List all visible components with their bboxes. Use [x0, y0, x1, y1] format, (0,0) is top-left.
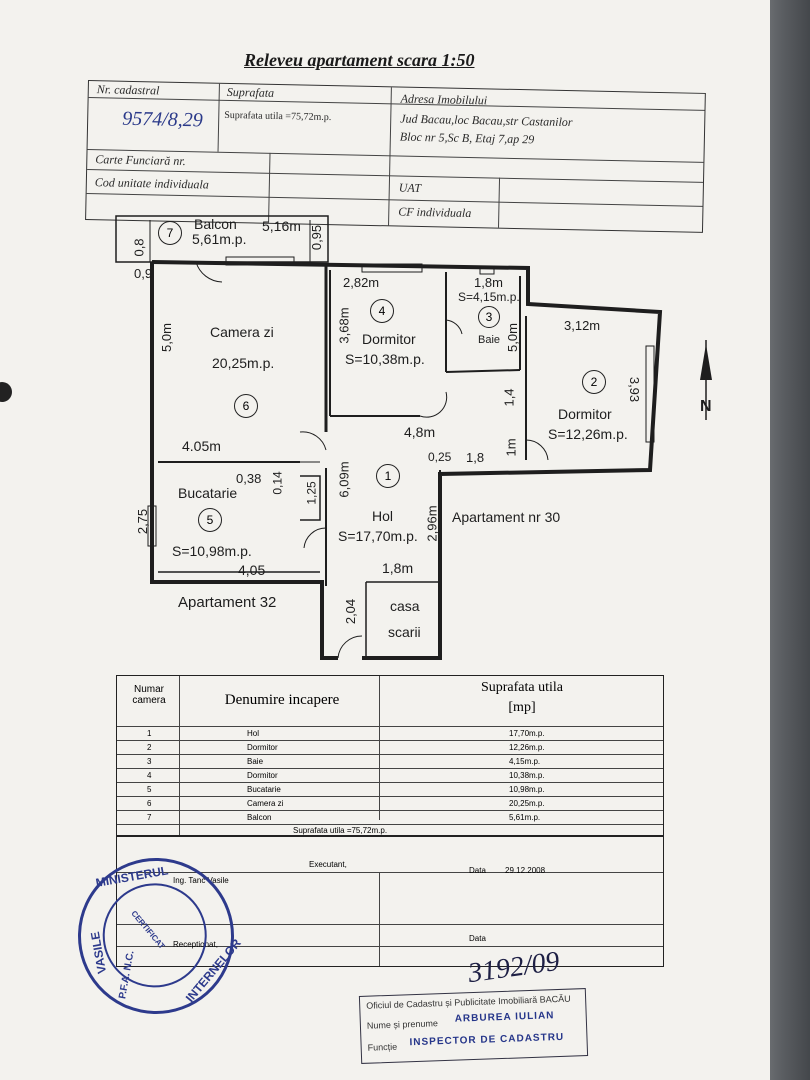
- dormitor4-width: 2,82m: [343, 275, 380, 290]
- camera-zi-area: 20,25m.p.: [212, 355, 275, 371]
- stamp-name-value: ARBUREA IULIAN: [454, 1010, 555, 1025]
- dormitor2-label: Dormitor: [558, 406, 612, 422]
- stamp-name-label: Nume și prenume: [366, 1018, 439, 1031]
- room-number-2: 2: [582, 370, 606, 394]
- document-page: Releveu apartament scara 1:50 Nr. cadast…: [0, 0, 770, 1080]
- room-number-6: 6: [234, 394, 258, 418]
- room-number-5: 5: [198, 508, 222, 532]
- hol-dim-4-8: 4,8m: [404, 424, 436, 440]
- table-row: 3 Baie 4,15m.p.: [117, 754, 663, 769]
- hol-dim-025: 0,25: [428, 450, 452, 464]
- table-total-row: Suprafata utila =75,72m.p.: [117, 824, 663, 836]
- col-header-num: Numar camera: [132, 684, 166, 706]
- stamp-line1: Oficiul de Cadastru și Publicitate Imobi…: [366, 993, 571, 1011]
- room-number-3: 3: [478, 306, 500, 328]
- stamp-function-label: Funcție: [367, 1041, 398, 1053]
- hol-bottom-dim: 1,8m: [382, 560, 414, 576]
- executant-name: Ing. Tanc Vasile: [173, 876, 229, 885]
- hol-dim-1-8: 1,8: [466, 450, 485, 465]
- stamp-function-value: INSPECTOR DE CADASTRU: [409, 1031, 565, 1049]
- punch-hole: [0, 382, 12, 402]
- hol-dim-2-96: 2,96m: [424, 505, 440, 542]
- cadastre-stamp: Oficiul de Cadastru și Publicitate Imobi…: [358, 988, 589, 1064]
- bucatarie-dim-038: 0,38: [236, 471, 262, 486]
- col-header-area: Suprafata utila: [480, 680, 564, 695]
- table-row: 4 Dormitor 10,38m.p.: [117, 768, 663, 783]
- table-row: 1 Hol 17,70m.p.: [117, 726, 663, 741]
- dormitor4-height: 3,68m: [336, 307, 352, 344]
- signature-table: Executant, Ing. Tanc Vasile Data 29.12.2…: [116, 835, 664, 967]
- table-row: 6 Camera zi 20,25m.p.: [117, 796, 663, 811]
- baie-area: S=4,15m.p.: [458, 290, 520, 304]
- hol-dim-1-25: 1,25: [304, 481, 319, 505]
- casa-scarii-line1: casa: [390, 598, 420, 614]
- room-number-4: 4: [370, 299, 394, 323]
- hol-label: Hol: [372, 508, 394, 524]
- col-header-unit: [mp]: [508, 700, 536, 715]
- dormitor2-width: 3,12m: [564, 318, 601, 333]
- col-header-name: Denumire incapere: [224, 692, 340, 708]
- bucatarie-area: S=10,98m.p.: [172, 543, 252, 559]
- table-row: 7 Balcon 5,61m.p.: [117, 810, 663, 825]
- baie-label: Baie: [478, 334, 501, 346]
- hol-area: S=17,70m.p.: [338, 528, 418, 544]
- hol-dim-6-09: 6,09m: [336, 461, 352, 498]
- entrance-dim: 2,04: [343, 598, 359, 625]
- hol-dim-1m: 1m: [503, 438, 519, 457]
- dormitor2-height: 3,93: [627, 376, 643, 403]
- executant-label: Executant,: [309, 860, 347, 869]
- apartament-32-label: Apartament 32: [178, 594, 277, 611]
- bucatarie-height: 2,75: [135, 508, 151, 535]
- bucatarie-dim-014: 0,14: [270, 471, 285, 495]
- balcon-label: Balcon: [194, 216, 237, 232]
- camera-zi-height: 5,0m: [158, 323, 174, 352]
- baie-width: 1,8m: [474, 275, 503, 290]
- table-row: 5 Bucatarie 10,98m.p.: [117, 782, 663, 797]
- camera-zi-label: Camera zi: [210, 324, 274, 340]
- hol-dim-1-4: 1,4: [501, 388, 517, 407]
- bucatarie-width: 4,05: [238, 562, 266, 578]
- balcon-width: 5,16m: [262, 218, 301, 234]
- receptionat-label: Receptionat,: [173, 940, 218, 949]
- bucatarie-label: Bucatarie: [178, 485, 238, 501]
- balcon-dim-right: 0,95: [309, 224, 325, 251]
- dormitor4-area: S=10,38m.p.: [345, 351, 425, 367]
- balcon-dim-left: 0,8: [131, 238, 147, 257]
- dormitor4-label: Dormitor: [362, 331, 416, 347]
- table-row: 2 Dormitor 12,26m.p.: [117, 740, 663, 755]
- data2-label: Data: [469, 934, 486, 943]
- balcon-dim-bottom: 0,9: [134, 266, 153, 281]
- dormitor2-area: S=12,26m.p.: [548, 426, 628, 442]
- baie-height: 5,0m: [504, 323, 520, 352]
- data-label: Data: [469, 866, 486, 875]
- apartament-30-label: Apartament nr 30: [452, 509, 561, 525]
- casa-scarii-line2: scarii: [388, 624, 421, 640]
- document-title: Releveu apartament scara 1:50: [244, 50, 475, 70]
- data-value: 29.12.2008: [505, 866, 546, 875]
- north-label: N: [700, 398, 712, 415]
- room-number-7: 7: [158, 221, 182, 245]
- room-number-1: 1: [376, 464, 400, 488]
- floor-plan: [115, 215, 712, 660]
- camera-zi-width: 4.05m: [182, 438, 221, 454]
- balcon-area: 5,61m.p.: [192, 231, 247, 247]
- rooms-table: Numar camera Denumire incapere Suprafata…: [116, 675, 664, 837]
